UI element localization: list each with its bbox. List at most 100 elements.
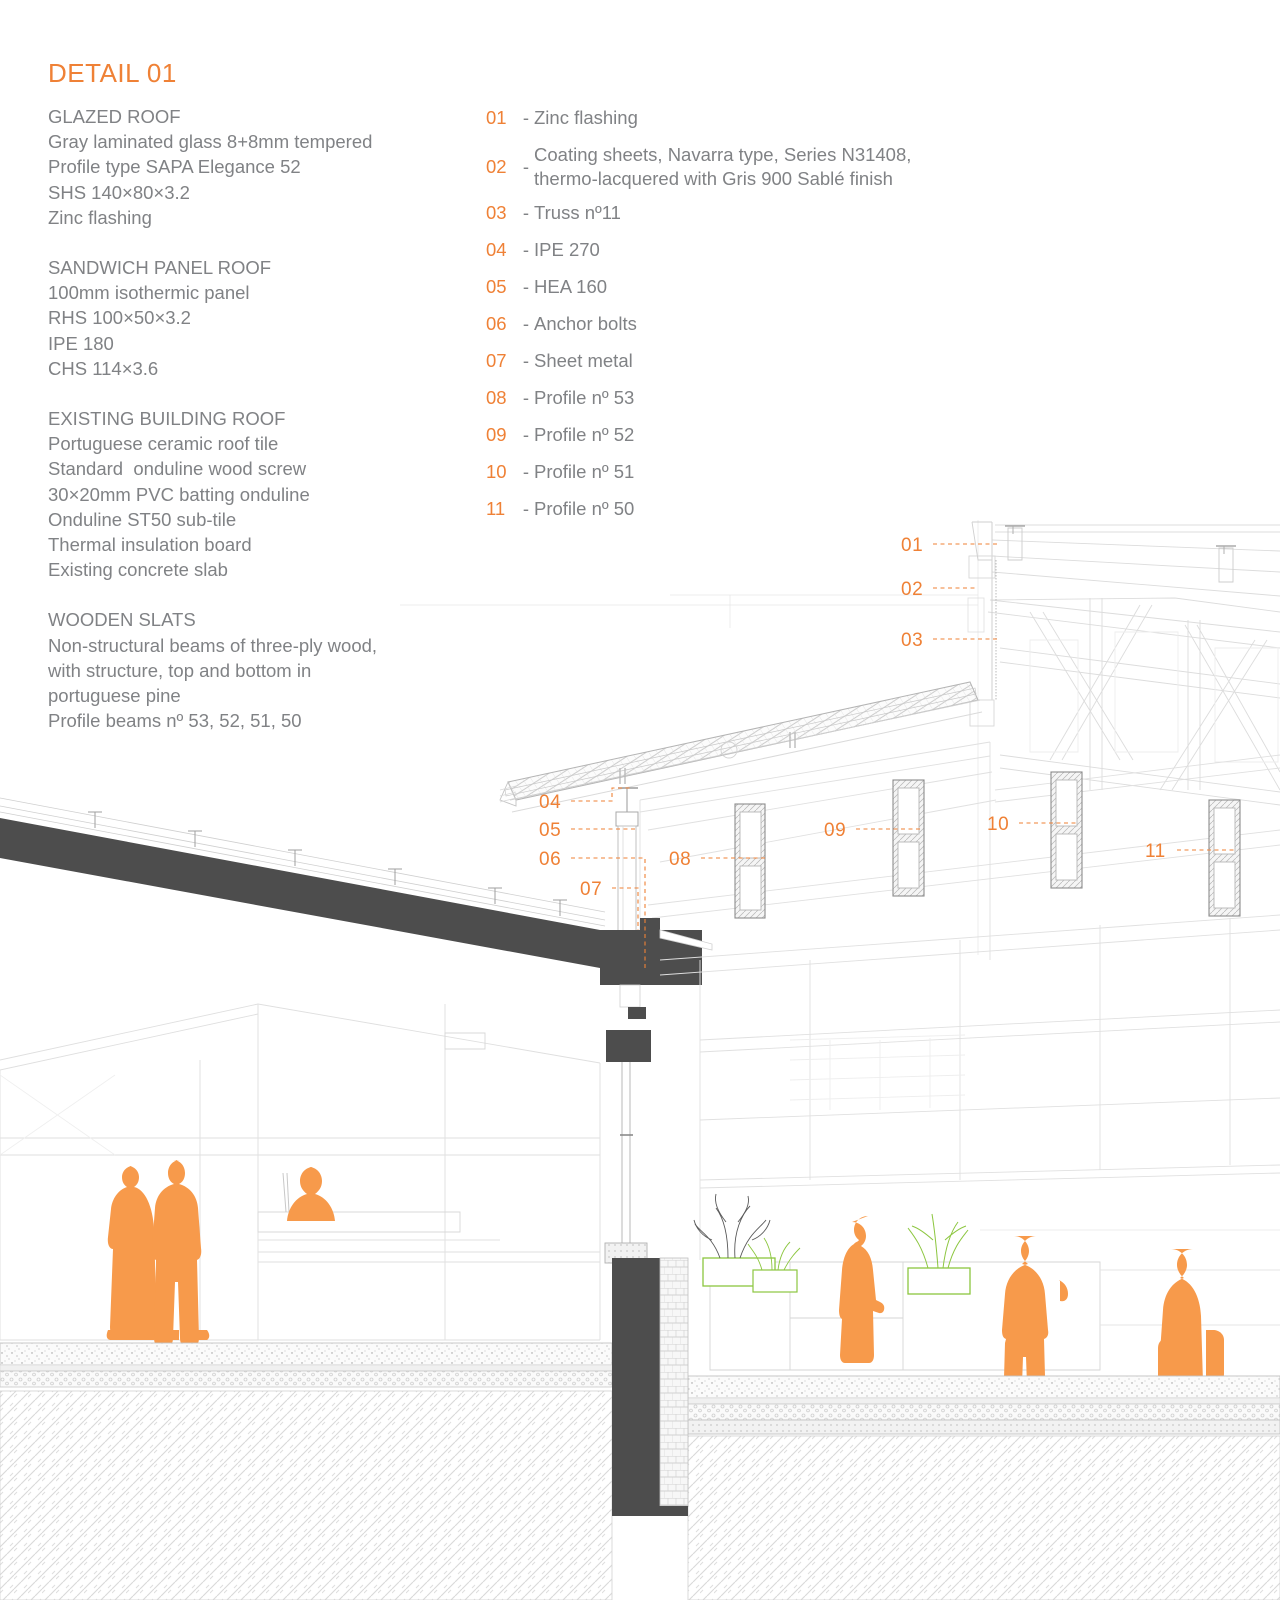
callout-05: 05	[539, 820, 562, 841]
background-construction-lines	[400, 520, 979, 955]
spec-heading: SANDWICH PANEL ROOF	[48, 257, 272, 279]
legend-dash: -	[522, 313, 530, 334]
spec-line: 100mm isothermic panel	[48, 282, 250, 304]
legend-number: 08	[486, 387, 507, 408]
desk-lamp	[282, 1172, 290, 1213]
legend-number: 09	[486, 424, 507, 445]
spec-line: Profile type SAPA Elegance 52	[48, 156, 301, 178]
legend-item-09: 09 - Profile nº 52	[486, 423, 1006, 447]
spec-line: with structure, top and bottom in	[48, 659, 312, 681]
existing-building-truss-roof	[987, 524, 1280, 806]
callout-06: 06	[539, 849, 562, 870]
spec-line: Thermal insulation board	[48, 534, 252, 556]
legend-label: Profile nº 50	[534, 498, 635, 519]
legend-item-07: 07 - Sheet metal	[486, 349, 1006, 373]
page-title: DETAIL 01	[48, 58, 177, 88]
spec-block-wooden-slats: WOODEN SLATS Non-structural beams of thr…	[48, 607, 478, 733]
callout-07: 07	[580, 879, 603, 900]
spec-line: RHS 100×50×3.2	[48, 307, 191, 329]
legend-number: 06	[486, 313, 507, 334]
figure-man-left	[151, 1160, 202, 1346]
legend-list: 01 - Zinc flashing 02 - Coating sheets, …	[486, 106, 1006, 534]
planter-group	[693, 1193, 971, 1295]
callout-08: 08	[669, 849, 692, 870]
planter-right	[907, 1213, 971, 1295]
spec-block-sandwich-panel-roof: SANDWICH PANEL ROOF 100mm isothermic pan…	[48, 255, 478, 381]
legend-dash: -	[522, 387, 530, 408]
legend-item-06: 06 - Anchor bolts	[486, 312, 1006, 336]
legend-dash: -	[522, 461, 530, 482]
spec-line: Non-structural beams of three-ply wood,	[48, 634, 378, 656]
slat-profile-53	[734, 803, 766, 919]
spec-line: SHS 140×80×3.2	[48, 181, 190, 203]
spec-heading: EXISTING BUILDING ROOF	[48, 408, 286, 430]
figure-seated-counter	[287, 1167, 335, 1221]
legend-item-11: 11 - Profile nº 50	[486, 497, 1006, 521]
spec-line: Portuguese ceramic roof tile	[48, 433, 279, 455]
spec-line: portuguese pine	[48, 685, 181, 707]
figure-woman-left	[107, 1166, 157, 1337]
callout-11: 11	[1145, 841, 1166, 862]
callout-09: 09	[824, 820, 847, 841]
legend-label: Profile nº 52	[534, 424, 635, 445]
legend-item-05: 05 - HEA 160	[486, 275, 1006, 299]
legend-number: 11	[486, 498, 506, 519]
glazed-roof-slope	[499, 681, 983, 813]
spec-line: 30×20mm PVC batting onduline	[48, 483, 310, 505]
spec-line: Gray laminated glass 8+8mm tempered	[48, 131, 373, 153]
legend-label: IPE 270	[534, 239, 600, 260]
legend-item-04: 04 - IPE 270	[486, 238, 1006, 262]
slat-profile-51	[1050, 771, 1083, 889]
legend-label: Coating sheets, Navarra type, Series N31…	[534, 144, 912, 189]
coating-sheet-fascia	[967, 521, 997, 727]
legend-dash: -	[522, 350, 530, 371]
legend-dash: -	[522, 424, 530, 445]
legend-label: HEA 160	[534, 276, 608, 297]
legend-number: 10	[486, 461, 507, 482]
legend-item-08: 08 - Profile nº 53	[486, 386, 1006, 410]
spec-line: Standard onduline wood screw	[48, 458, 307, 480]
spec-line: CHS 114×3.6	[48, 357, 159, 379]
specification-column: GLAZED ROOF Gray laminated glass 8+8mm t…	[48, 104, 478, 733]
spec-heading: WOODEN SLATS	[48, 609, 196, 631]
slat-profile-50	[1208, 799, 1241, 917]
legend-item-02: 02 - Coating sheets, Navarra type, Serie…	[486, 143, 1006, 191]
spec-block-glazed-roof: GLAZED ROOF Gray laminated glass 8+8mm t…	[48, 104, 478, 230]
legend-item-03: 03 - Truss nº11	[486, 201, 1006, 225]
spec-line: Existing concrete slab	[48, 559, 228, 581]
planter-left-small	[747, 1237, 801, 1293]
legend-number: 07	[486, 350, 507, 371]
legend-label: Anchor bolts	[534, 313, 637, 334]
figure-woman-center	[839, 1216, 885, 1363]
callout-10: 10	[987, 814, 1010, 835]
legend-dash: -	[522, 156, 530, 177]
spec-block-existing-building-roof: EXISTING BUILDING ROOF Portuguese cerami…	[48, 406, 478, 582]
legend-number: 02	[486, 156, 507, 177]
legend-number: 05	[486, 276, 507, 297]
legend-number: 03	[486, 202, 507, 223]
legend-number: 01	[486, 107, 507, 128]
callout-01: 01	[901, 535, 924, 556]
legend-label: Sheet metal	[534, 350, 633, 371]
legend-label: Profile nº 53	[534, 387, 635, 408]
legend-number: 04	[486, 239, 507, 260]
legend-label: Truss nº11	[534, 202, 621, 223]
ground-foundation-layers	[0, 1257, 1280, 1600]
spec-heading: GLAZED ROOF	[48, 106, 181, 127]
spec-line: IPE 180	[48, 332, 114, 354]
legend-item-01: 01 - Zinc flashing	[486, 106, 1006, 130]
slat-profile-52	[892, 779, 925, 897]
legend-label: Profile nº 51	[534, 461, 635, 482]
interior-left-building	[0, 1003, 601, 1341]
callout-04: 04	[539, 792, 562, 813]
spec-line: Zinc flashing	[48, 206, 152, 228]
legend-dash: -	[522, 107, 530, 128]
callout-03: 03	[901, 630, 924, 651]
figure-man-right	[1002, 1236, 1049, 1421]
callout-02: 02	[901, 579, 924, 600]
legend-label: Zinc flashing	[534, 107, 638, 128]
legend-item-10: 10 - Profile nº 51	[486, 460, 1006, 484]
wooden-slat-profiles	[734, 771, 1241, 919]
